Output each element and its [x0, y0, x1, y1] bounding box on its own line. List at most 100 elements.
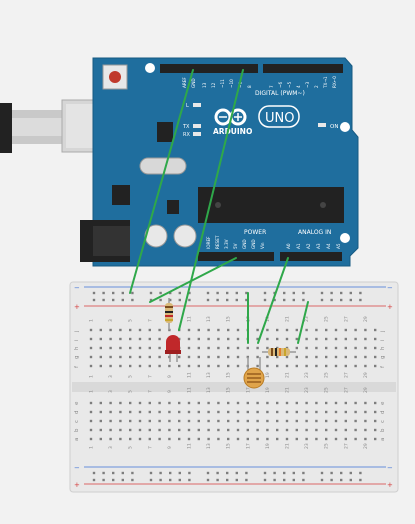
breadboard-hole[interactable]	[148, 428, 151, 432]
rail-hole[interactable]	[359, 291, 362, 295]
breadboard-hole[interactable]	[89, 437, 93, 441]
breadboard-hole[interactable]	[89, 428, 93, 432]
breadboard-hole[interactable]	[187, 428, 191, 432]
breadboard-hole[interactable]	[197, 328, 200, 332]
breadboard-hole[interactable]	[374, 419, 377, 423]
rail-hole[interactable]	[292, 298, 295, 302]
breadboard-hole[interactable]	[158, 410, 161, 414]
rail-hole[interactable]	[330, 478, 333, 482]
breadboard-hole[interactable]	[89, 328, 93, 332]
breadboard-hole[interactable]	[374, 337, 377, 341]
rail-hole[interactable]	[131, 478, 134, 482]
wire-pin9-to-led[interactable]	[178, 69, 244, 331]
breadboard-hole[interactable]	[89, 364, 93, 368]
breadboard-hole[interactable]	[334, 428, 338, 432]
breadboard-hole[interactable]	[148, 364, 151, 368]
breadboard-hole[interactable]	[178, 355, 181, 359]
breadboard-hole[interactable]	[138, 428, 142, 432]
breadboard-hole[interactable]	[285, 428, 289, 432]
breadboard-hole[interactable]	[285, 401, 289, 405]
breadboard-hole[interactable]	[217, 337, 220, 341]
wire-gnd-to-rail[interactable]	[129, 69, 194, 294]
breadboard-hole[interactable]	[246, 410, 249, 414]
breadboard-hole[interactable]	[374, 355, 377, 359]
breadboard-hole[interactable]	[168, 419, 171, 423]
rail-hole[interactable]	[283, 291, 286, 295]
wire-a0-to-ldr[interactable]	[257, 257, 289, 344]
rail-hole[interactable]	[112, 471, 115, 475]
breadboard-hole[interactable]	[374, 428, 377, 432]
breadboard-hole[interactable]	[158, 437, 161, 441]
breadboard-hole[interactable]	[344, 328, 347, 332]
rail-hole[interactable]	[102, 471, 105, 475]
breadboard-hole[interactable]	[99, 355, 102, 359]
breadboard-hole[interactable]	[276, 428, 279, 432]
breadboard-hole[interactable]	[305, 437, 308, 441]
breadboard-hole[interactable]	[236, 364, 240, 368]
breadboard-hole[interactable]	[178, 419, 181, 423]
rail-hole[interactable]	[235, 478, 238, 482]
breadboard-hole[interactable]	[344, 419, 347, 423]
breadboard-hole[interactable]	[364, 419, 367, 423]
rail-hole[interactable]	[92, 471, 96, 475]
breadboard-hole[interactable]	[217, 401, 220, 405]
breadboard-hole[interactable]	[315, 437, 318, 441]
rail-hole[interactable]	[178, 478, 181, 482]
breadboard-hole[interactable]	[129, 364, 132, 368]
breadboard-hole[interactable]	[187, 364, 191, 368]
breadboard[interactable]: + + − − − − + + 111133335555777799991111…	[69, 281, 399, 493]
breadboard-hole[interactable]	[109, 346, 112, 350]
breadboard-hole[interactable]	[129, 428, 132, 432]
rail-hole[interactable]	[178, 298, 181, 302]
breadboard-hole[interactable]	[197, 410, 200, 414]
breadboard-hole[interactable]	[227, 437, 230, 441]
rail-hole[interactable]	[245, 471, 248, 475]
photoresistor[interactable]	[243, 357, 265, 389]
rail-hole[interactable]	[188, 478, 191, 482]
breadboard-hole[interactable]	[315, 428, 318, 432]
breadboard-hole[interactable]	[334, 364, 338, 368]
breadboard-hole[interactable]	[354, 328, 357, 332]
rail-hole[interactable]	[169, 298, 172, 302]
breadboard-hole[interactable]	[295, 437, 298, 441]
breadboard-hole[interactable]	[236, 410, 240, 414]
breadboard-hole[interactable]	[344, 364, 347, 368]
rail-hole[interactable]	[302, 298, 305, 302]
breadboard-hole[interactable]	[344, 437, 347, 441]
breadboard-hole[interactable]	[256, 337, 259, 341]
breadboard-hole[interactable]	[89, 337, 93, 341]
breadboard-hole[interactable]	[197, 419, 200, 423]
breadboard-hole[interactable]	[256, 346, 259, 350]
rail-hole[interactable]	[216, 291, 219, 295]
rail-hole[interactable]	[226, 291, 229, 295]
breadboard-hole[interactable]	[334, 419, 338, 423]
breadboard-hole[interactable]	[207, 437, 210, 441]
breadboard-hole[interactable]	[158, 428, 161, 432]
rail-hole[interactable]	[283, 471, 286, 475]
breadboard-hole[interactable]	[129, 328, 132, 332]
rail-hole[interactable]	[330, 291, 333, 295]
breadboard-hole[interactable]	[364, 437, 367, 441]
rail-hole[interactable]	[92, 298, 96, 302]
breadboard-hole[interactable]	[246, 419, 249, 423]
breadboard-hole[interactable]	[187, 355, 191, 359]
breadboard-hole[interactable]	[256, 428, 259, 432]
breadboard-hole[interactable]	[285, 437, 289, 441]
rail-hole[interactable]	[149, 291, 153, 295]
breadboard-hole[interactable]	[129, 437, 132, 441]
breadboard-hole[interactable]	[325, 410, 328, 414]
breadboard-hole[interactable]	[236, 428, 240, 432]
breadboard-hole[interactable]	[364, 337, 367, 341]
breadboard-hole[interactable]	[266, 346, 269, 350]
breadboard-hole[interactable]	[148, 437, 151, 441]
breadboard-hole[interactable]	[305, 355, 308, 359]
breadboard-hole[interactable]	[344, 355, 347, 359]
rail-hole[interactable]	[131, 471, 134, 475]
breadboard-hole[interactable]	[178, 437, 181, 441]
breadboard-hole[interactable]	[256, 328, 259, 332]
rail-hole[interactable]	[149, 478, 153, 482]
breadboard-hole[interactable]	[99, 410, 102, 414]
rail-hole[interactable]	[359, 298, 362, 302]
breadboard-hole[interactable]	[99, 328, 102, 332]
breadboard-hole[interactable]	[276, 364, 279, 368]
